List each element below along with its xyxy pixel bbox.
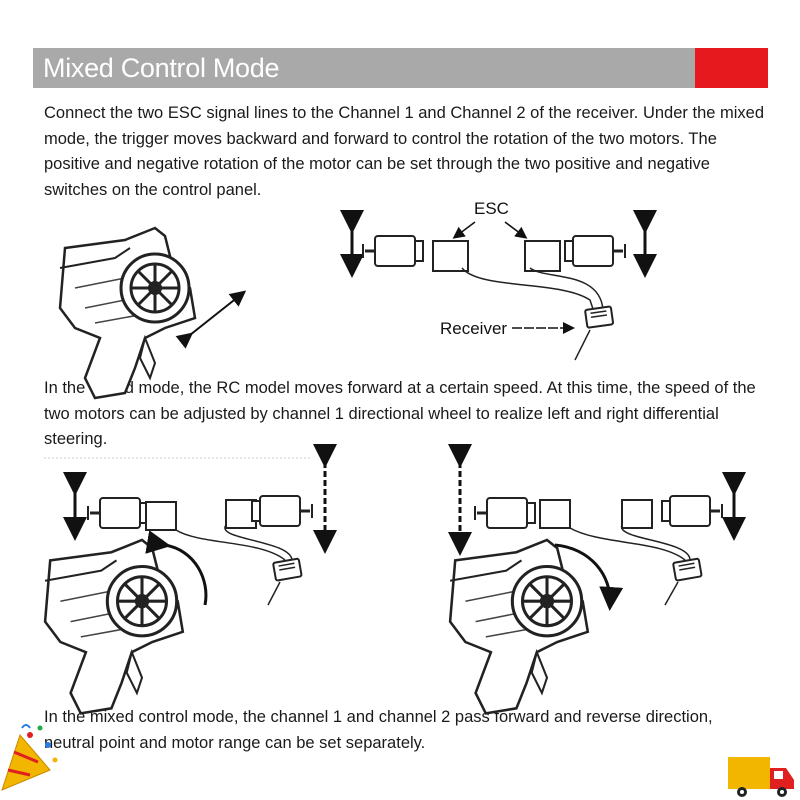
party-popper-icon — [1, 724, 58, 791]
trigger-direction-arrow — [175, 290, 247, 349]
header-accent-block — [695, 48, 768, 88]
right-steering-diagram — [448, 444, 746, 715]
esc-label: ESC — [474, 199, 509, 218]
separate-paragraph: In the mixed control mode, the channel 1… — [44, 708, 713, 752]
intro-paragraph: Connect the two ESC signal lines to the … — [44, 104, 765, 199]
delivery-truck-icon — [728, 757, 794, 797]
esc-wiring-diagram — [340, 210, 657, 361]
receiver-label: Receiver — [440, 319, 507, 338]
left-steering-diagram — [43, 444, 337, 715]
steering-paragraph: In the mixed mode, the RC model moves fo… — [44, 379, 756, 448]
transmitter-diagram-top — [58, 226, 197, 400]
section-header: Mixed Control Mode — [33, 48, 768, 88]
page-title: Mixed Control Mode — [43, 53, 280, 83]
